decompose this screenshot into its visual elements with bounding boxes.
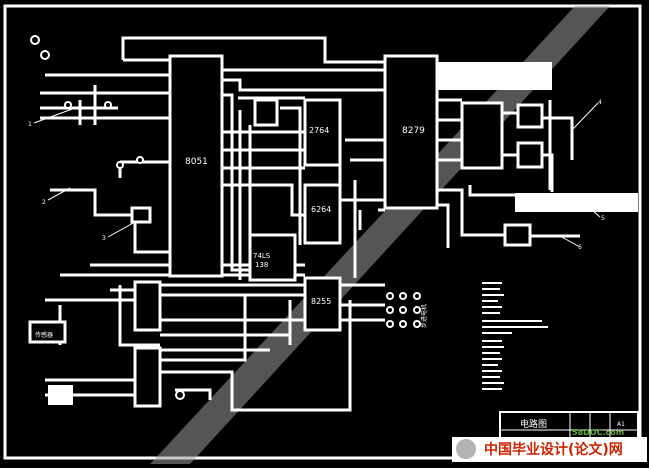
crystal [130,206,152,224]
label-port-output: 步进电机 [420,304,428,328]
ic-74ls138 [248,233,297,282]
ic-connector [133,280,162,332]
ic-8255 [303,276,342,332]
title-block [499,411,639,441]
ic-2764 [303,98,342,167]
terminals [30,35,421,400]
label-8051: 8051 [185,157,208,167]
notes-lines [482,282,548,390]
label-sensor: 传感器 [35,331,53,339]
callout-2: 2 [42,199,46,206]
ic-driver [460,101,504,170]
ic-led-3 [503,223,532,247]
callout-1: 1 [28,121,32,128]
sensor-block [28,320,67,344]
title-block-name: 电路图 [520,418,547,430]
label-8255: 8255 [311,297,331,306]
ic-latch [253,98,279,127]
ic-led-2 [516,141,544,169]
callout-3: 3 [102,235,106,242]
label-138: 138 [255,261,268,269]
brand-site: 58DOC.com [572,428,625,437]
ic-boxes [28,54,544,408]
label-6264: 6264 [311,205,331,214]
footer-watermark: 58DOC.com 中国毕业设计(论文)网 [452,428,647,462]
ic-adc [133,346,162,408]
title-block-sheet: A1 [617,421,625,428]
brand-logo-icon [456,439,476,459]
callout-5: 5 [601,215,605,222]
ic-8279 [383,54,439,210]
ic-led-1 [516,103,544,129]
ic-8051 [168,54,224,278]
callout-6: 6 [578,244,582,251]
brand-title: 中国毕业设计(论文)网 [484,442,623,458]
label-8279: 8279 [402,126,425,136]
labels: 8051 8279 2764 6264 74LS 138 8255 传感器 电路… [28,99,625,430]
wires [40,36,580,412]
label-74ls: 74LS [253,252,271,260]
leader-lines [33,102,601,247]
drawing-frame [3,4,642,460]
ic-6264 [303,183,342,245]
callout-4: 4 [598,99,602,106]
label-2764: 2764 [309,126,329,135]
filled-blocks [48,62,638,405]
